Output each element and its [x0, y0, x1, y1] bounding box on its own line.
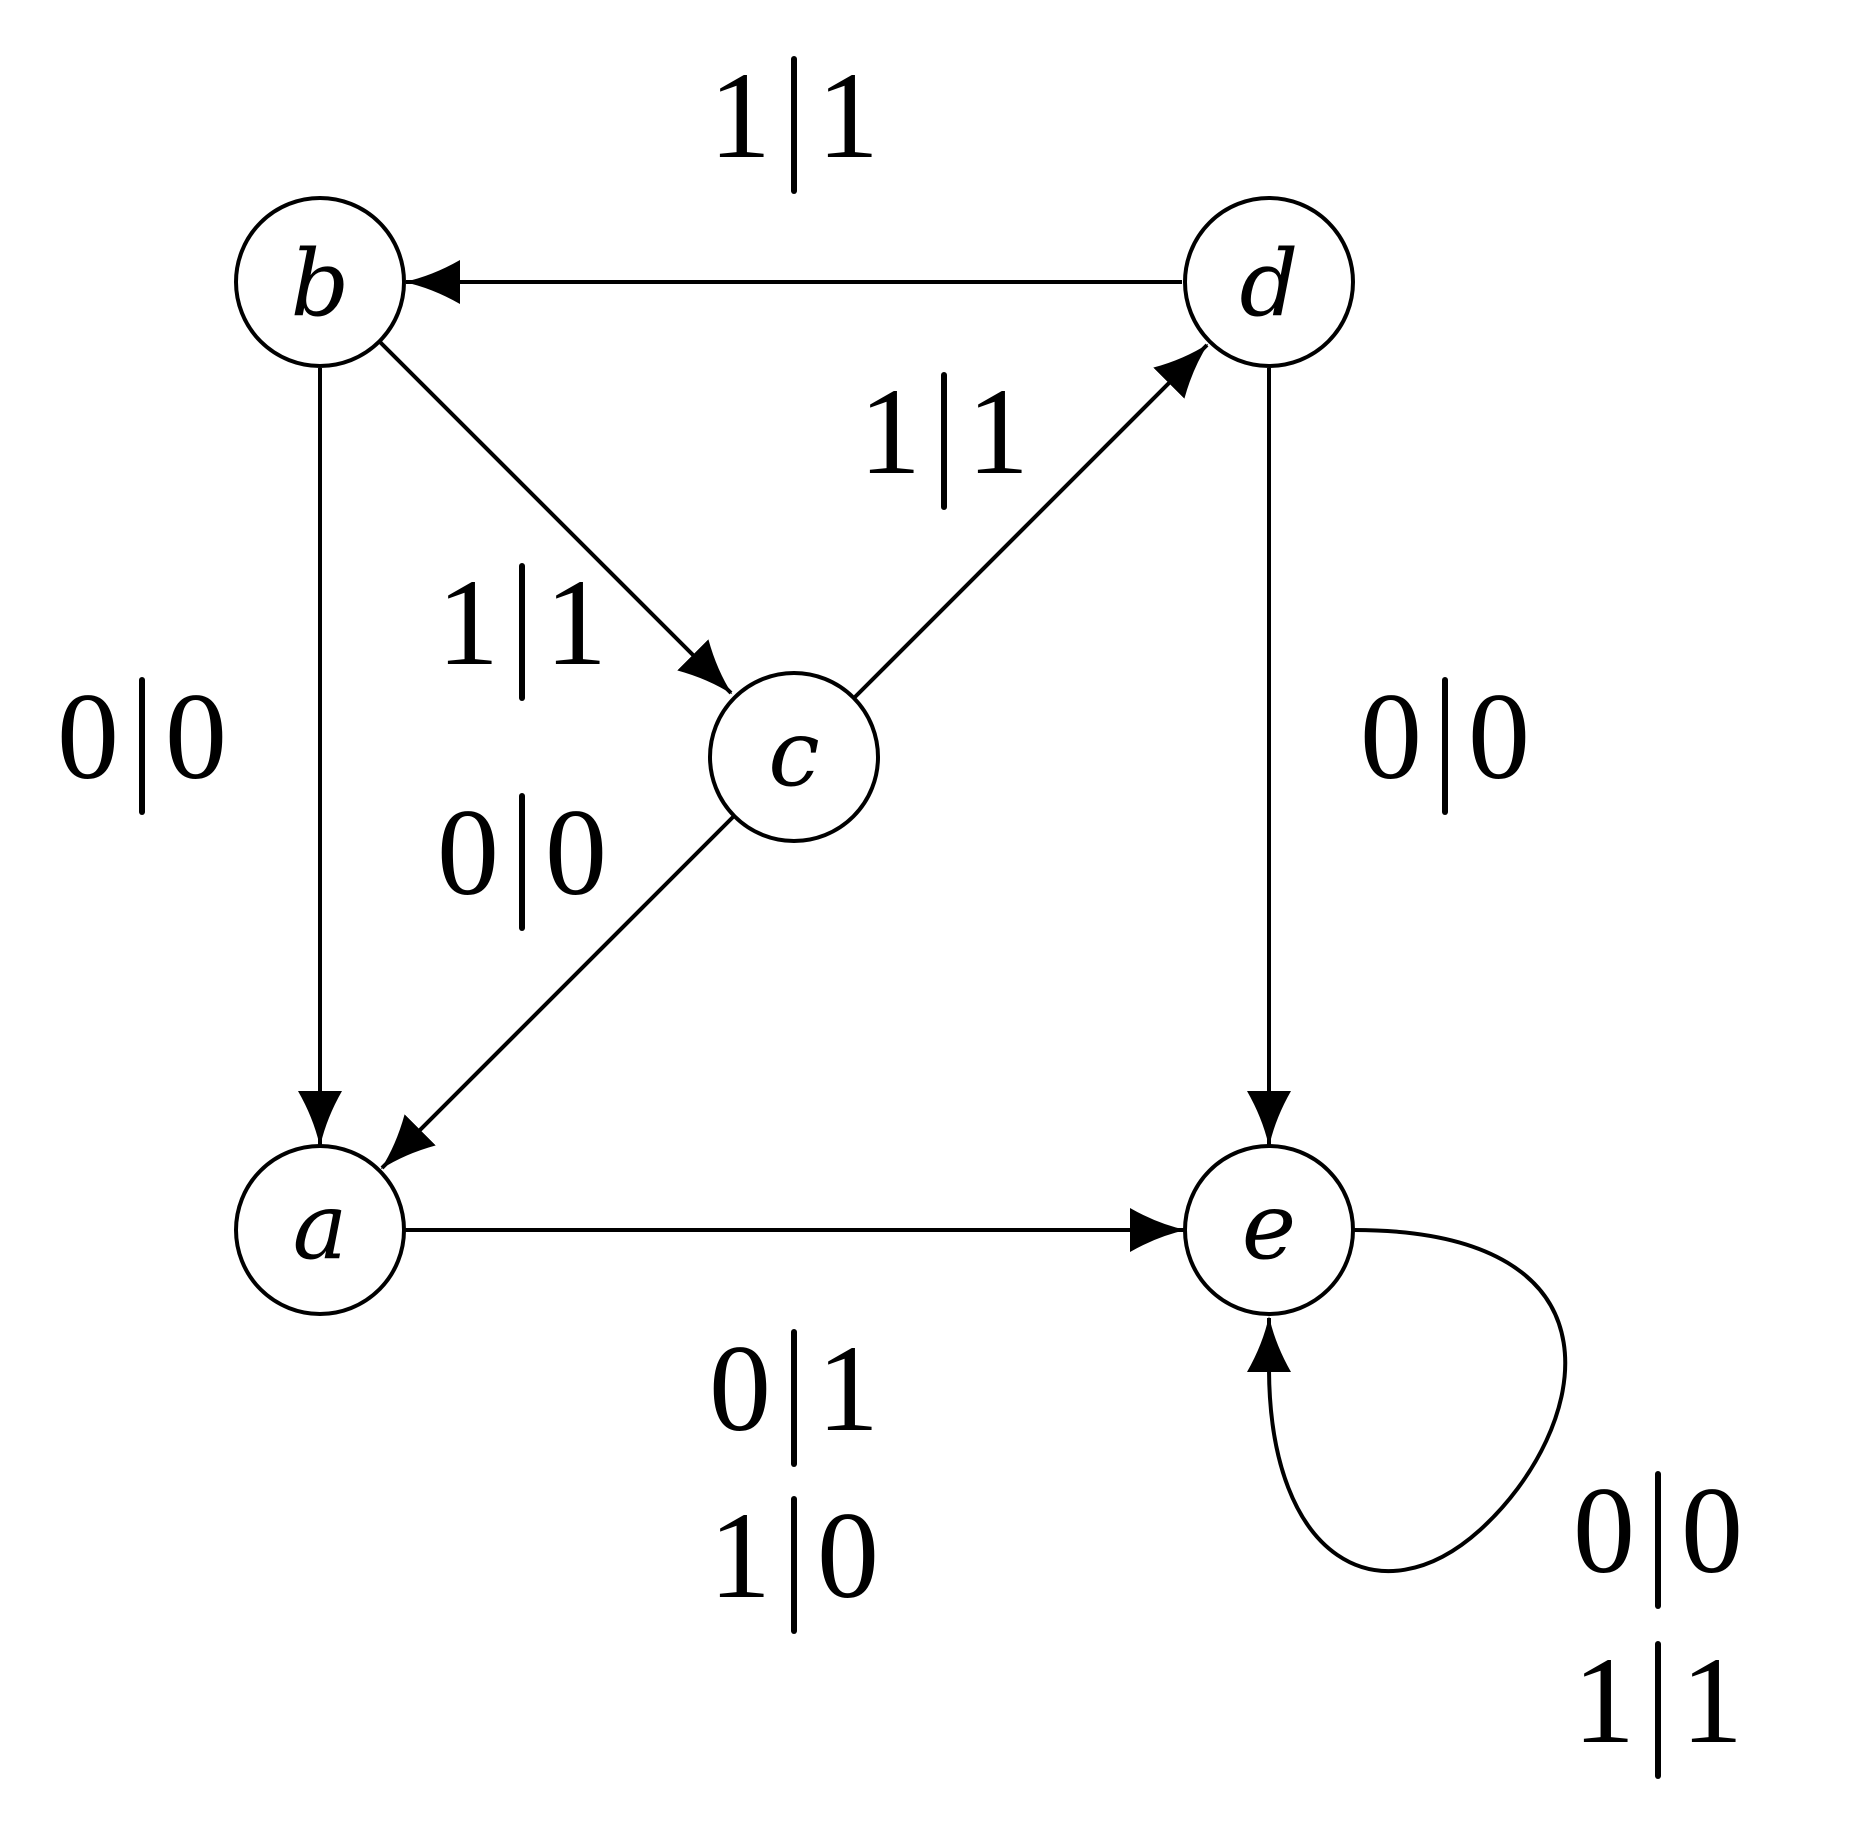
label-output-digit: 1 [817, 47, 879, 184]
node-a-label: a [293, 1173, 348, 1280]
label-input-digit: 1 [437, 554, 499, 691]
node-a: a [234, 1144, 406, 1316]
label-input-digit: 0 [1573, 1462, 1635, 1599]
label-input-digit: 1 [1573, 1632, 1635, 1769]
node-e-label: e [1242, 1173, 1296, 1280]
label-input-digit: 1 [709, 1487, 771, 1624]
label-output-digit: 1 [817, 1320, 879, 1457]
label-output-digit: 0 [545, 784, 607, 921]
label-output-digit: 1 [1681, 1632, 1743, 1769]
label-input-digit: 1 [859, 363, 921, 500]
edge-e-self-loop [1247, 1228, 1568, 1573]
label-input-digit: 0 [709, 1320, 771, 1457]
label-output-digit: 1 [545, 554, 607, 691]
nodes: a b c d e [234, 196, 1355, 1316]
label-output-digit: 0 [1468, 668, 1530, 805]
node-b-label: b [291, 230, 350, 337]
label-output-digit: 1 [967, 363, 1029, 500]
label-input-digit: 0 [57, 668, 119, 805]
label-input-digit: 0 [1360, 668, 1422, 805]
edges [298, 260, 1568, 1573]
node-d: d [1183, 196, 1355, 368]
node-d-label: d [1240, 230, 1299, 337]
node-c-label: c [768, 700, 820, 807]
node-b: b [234, 196, 406, 368]
label-output-digit: 0 [1681, 1462, 1743, 1599]
edge-b-to-c [378, 340, 733, 695]
label-input-digit: 0 [437, 784, 499, 921]
edge-c-to-a [380, 815, 735, 1170]
label-output-digit: 0 [817, 1487, 879, 1624]
node-e: e [1183, 1144, 1355, 1316]
label-output-digit: 0 [165, 668, 227, 805]
label-input-digit: 1 [709, 47, 771, 184]
edge-c-to-d [853, 343, 1209, 699]
node-c: c [708, 671, 880, 843]
